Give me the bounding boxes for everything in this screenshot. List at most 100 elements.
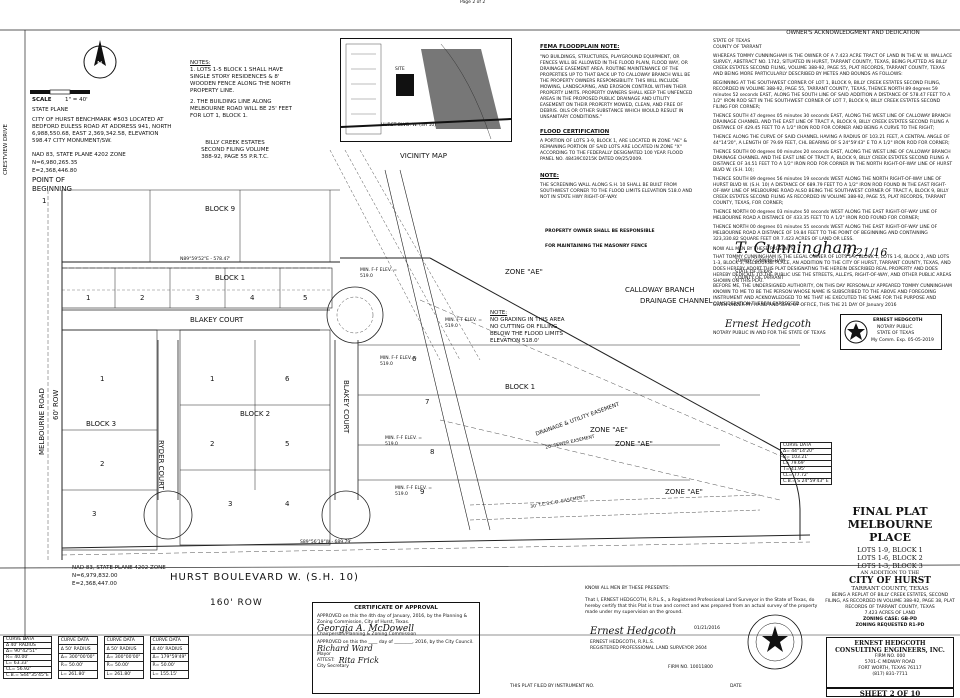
fema-block: FEMA FLOODPLAIN NOTE: "NO BUILDINGS, STR… [540, 44, 695, 201]
note-2: 2. THE BUILDING LINE ALONG MELBOURNE ROA… [190, 99, 292, 119]
curve-table-title: CURVE DATA [103, 635, 144, 646]
notes-block: NOTES: 1. LOTS 1-5 BLOCK 1 SHALL HAVE SI… [190, 60, 300, 124]
melbourne-row-label: 60' ROW [52, 389, 60, 420]
lot-b1-7: 7 [425, 398, 430, 406]
zone-ae-4: ZONE "AE" [665, 488, 703, 496]
surveyor-date: 01/21/2016 [694, 626, 720, 631]
zone-ae-1: ZONE "AE" [505, 268, 543, 276]
state-plane-label: STATE PLANE [32, 107, 69, 113]
dedication-para7: THENCE NORTH 00 degrees 03 minutes 50 se… [713, 210, 938, 221]
curve-table-cell: R= 50.00' [57, 661, 98, 671]
title-lots1: LOTS 1-9, BLOCK 1 [857, 546, 923, 554]
curve-table-cell: Δ= 300°00'00" [103, 652, 144, 663]
no-grading-3: NO CUTTING OR FILLING [490, 324, 558, 330]
billy-creek-label: BILLY CREEK ESTATES SECOND FILING VOLUME… [201, 140, 269, 160]
notary-state: STATE OF TEXAS [735, 270, 773, 275]
owner-sign-date: 1/21/16 [845, 246, 888, 259]
fema-note-body: THE SCREENING WALL ALONG S.H. 10 SHALL B… [540, 183, 693, 200]
nad-bottom-n: N=6,979,832.00 [72, 573, 118, 579]
lot-b2-1: 1 [210, 375, 215, 383]
north-arrow-icon: N [83, 40, 117, 79]
block-1-top-label: BLOCK 1 [215, 274, 246, 282]
surveyor-signature: Ernest Hedgcoth [590, 626, 677, 637]
nad-bottom: NAD 83, STATE PLANE 4202 ZONE [72, 565, 166, 571]
now-all-title: NOW ALL MEN BY THESE PRESENTS: [713, 247, 795, 252]
curve-table-cell: Δ= 300°00'00" [57, 652, 98, 663]
cert-sig-2-caption: Mayor [317, 652, 331, 657]
lot-b3-1: 1 [100, 375, 105, 383]
no-grading-5: ELEVATION 518.0' [490, 338, 540, 344]
dedication-para4: THENCE ALONG THE CURVE OF SAID CHANNEL H… [713, 135, 950, 146]
no-grading-1: NOTE: [490, 310, 508, 316]
zone-ae-2: ZONE "AE" [590, 426, 628, 434]
lot-b2-5: 5 [285, 440, 290, 448]
owner-resp-2: FOR MAINTAINING THE MASONRY FENCE [545, 244, 648, 249]
hurst-blvd-label: HURST BOULEVARD W. (S.H. 10) [170, 572, 359, 583]
title-zoning-case: ZONING CASE: GB-PD [862, 617, 918, 622]
title-block: FINAL PLAT MELBOURNE PLACE LOTS 1-9, BLO… [825, 505, 955, 629]
vicinity-map: HURST BLVD. W. (SH 10) SITE [340, 38, 512, 142]
block-2-label: BLOCK 2 [240, 410, 271, 418]
cert-sig-1-caption: Chairperson/Planning & Zoning Commission [317, 632, 417, 637]
no-grading-4: BELOW THE FLOOD LIMITS [490, 331, 563, 337]
surveyor-know-all: KNOW ALL MEN BY THESE PRESENTS: [585, 586, 670, 591]
min-ff-3: MIN. F-F ELEV. = 519.0 [380, 356, 417, 367]
firm-name-1: ERNEST HEDGCOTH [854, 640, 926, 647]
scale-value: 1" = 40' [65, 97, 88, 103]
nad-top-n: N=6,980,265.35 [32, 160, 78, 166]
title-lots3: LOTS 1-3, BLOCK 3 [857, 562, 923, 570]
curve-table-cell: L= 261.80' [103, 669, 144, 680]
cert-approved-2: APPROVED on this the ____ day of _______… [317, 640, 474, 645]
lot-b1-3: 3 [195, 294, 200, 302]
nad-top-e: E=2,368,446.80 [32, 168, 77, 174]
cert-sig-1: Georgia A. McDowell [317, 624, 415, 634]
surveyor-body: That I, ERNEST HEDGCOTH, R.P.L.S., a Reg… [585, 598, 818, 615]
seal-name: ERNEST HEDGCOTH [873, 318, 923, 323]
no-grading-note: NOTE: NO GRADING IN THIS AREA NO CUTTING… [490, 310, 580, 345]
fema-title: FEMA FLOODPLAIN NOTE: [540, 44, 620, 50]
flood-title: FLOOD CERTIFICATION [540, 129, 610, 135]
lot-b1-1: 1 [86, 294, 91, 302]
curve-table-cell: Δ 40' RADIUS [149, 644, 190, 654]
notary-caption: NOTARY PUBLIC IN AND FOR THE STATE OF TE… [713, 331, 826, 336]
plat-filed-label: THIS PLAT FILED BY INSTRUMENT NO. [510, 684, 595, 689]
dedication-para1: WHEREAS TOMMY CUNNINGHAM IS THE OWNER OF… [713, 54, 953, 77]
lot-b1-4: 4 [250, 294, 255, 302]
notary-given-line: GIVEN UNDER MY HAND AND SEAL OF OFFICE, … [713, 303, 897, 308]
dedication-para3: THENCE SOUTH 47 degrees 05 minutes 30 se… [713, 114, 951, 131]
cert-sig-2: Richard Ward [317, 644, 373, 653]
lot-b1-8: 8 [430, 448, 435, 456]
certificate-of-approval: CERTIFICATE OF APPROVAL APPROVED on this… [312, 602, 480, 694]
curve-table-cell: R= 50.00' [149, 661, 190, 671]
lot-b2-6: 6 [285, 375, 290, 383]
fema-note-title: NOTE: [540, 173, 559, 179]
bearing-top: N89°59'52"E - 578.47' [180, 257, 231, 262]
lot-b3-2: 2 [100, 460, 105, 468]
fema-body: "NO BUILDINGS, STRUCTURES, PLAYGROUND EQ… [540, 55, 693, 120]
bearing-bottom: S89°56'19"W - 689.79' [300, 540, 352, 545]
dedication-para2: BEGINNING AT THE SOUTHWEST CORNER OF LOT… [713, 81, 951, 110]
min-ff-4: MIN. F-F ELEV. = 519.0 [385, 436, 422, 447]
lot-b2-4: 4 [285, 500, 290, 508]
min-ff-2: MIN. F-F ELEV. = 519.0 [445, 318, 482, 329]
owner-signature: T. Cunningham [735, 238, 858, 257]
dedication-para6: THENCE SOUTH 89 degrees 56 minutes 19 se… [713, 177, 949, 206]
curve-table-1: CURVE DATA Δ 40' RADIUS Δ= 90°42'51" R= … [3, 636, 52, 679]
curve-table-cell: L= 155.15' [149, 669, 190, 680]
firm-addr1: 5701-C MIDWAY ROAD [864, 660, 916, 665]
surveyor-block: KNOW ALL MEN BY THESE PRESENTS: That I, … [585, 586, 825, 616]
curve-table-title: CURVE DATA [149, 635, 190, 646]
notary-county: COUNTY OF TARRANT [735, 276, 784, 281]
notary-signature: Ernest Hedgcoth [725, 319, 812, 330]
notary-seal: ERNEST HEDGCOTH NOTARY PUBLIC STATE OF T… [840, 314, 942, 350]
lot-b3-3: 3 [92, 510, 97, 518]
dedication-block: OWNER'S ACKNOWLEDGMENT AND DEDICATION ST… [713, 30, 953, 285]
dedication-para5: THENCE SOUTH 00 degrees 00 minutes 20 se… [713, 150, 953, 173]
cert-approved-1: APPROVED on this the 4th day of January,… [317, 614, 468, 625]
blakey-court-v: BLAKEY COURT [342, 380, 350, 434]
block-3-label: BLOCK 3 [86, 420, 117, 428]
point-of-beginning: POINT OF BEGINNING [32, 176, 72, 193]
block-1-right-label: BLOCK 1 [505, 383, 536, 391]
lot-b1-5: 5 [303, 294, 308, 302]
curve-table-title: CURVE DATA [57, 635, 98, 646]
